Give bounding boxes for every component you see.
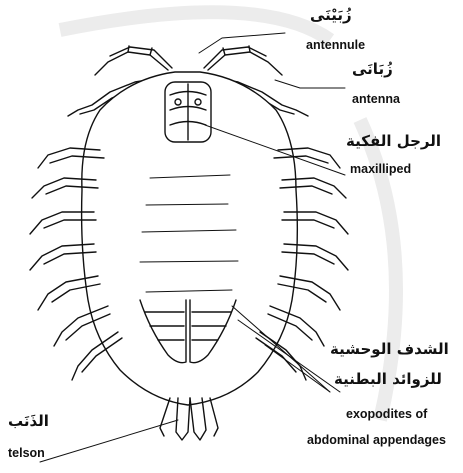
- exopodites-english-line1: exopodites of: [346, 407, 427, 421]
- antennule-right: [204, 46, 282, 75]
- maxilliped-arabic-label: الرجل الفكية: [346, 132, 441, 150]
- exopodites-arabic-line2: للزوائد البطنية: [334, 370, 442, 388]
- exopodites-english-line2: abdominal appendages: [307, 433, 446, 447]
- telson-english-label: telson: [8, 446, 45, 460]
- antennule-left: [95, 46, 172, 75]
- telson: [160, 398, 218, 440]
- maxilliped-english-label: maxilliped: [350, 162, 411, 176]
- antennule-english-label: antennule: [306, 38, 365, 52]
- antennule-arabic-label: زُبَيْنَى: [310, 6, 352, 24]
- telson-arabic-label: الذَنَب: [8, 412, 49, 430]
- antenna-arabic-label: زُبَانَى: [352, 60, 393, 78]
- exopodites-arabic-line1: الشدف الوحشية: [330, 340, 449, 358]
- antenna-english-label: antenna: [352, 92, 400, 106]
